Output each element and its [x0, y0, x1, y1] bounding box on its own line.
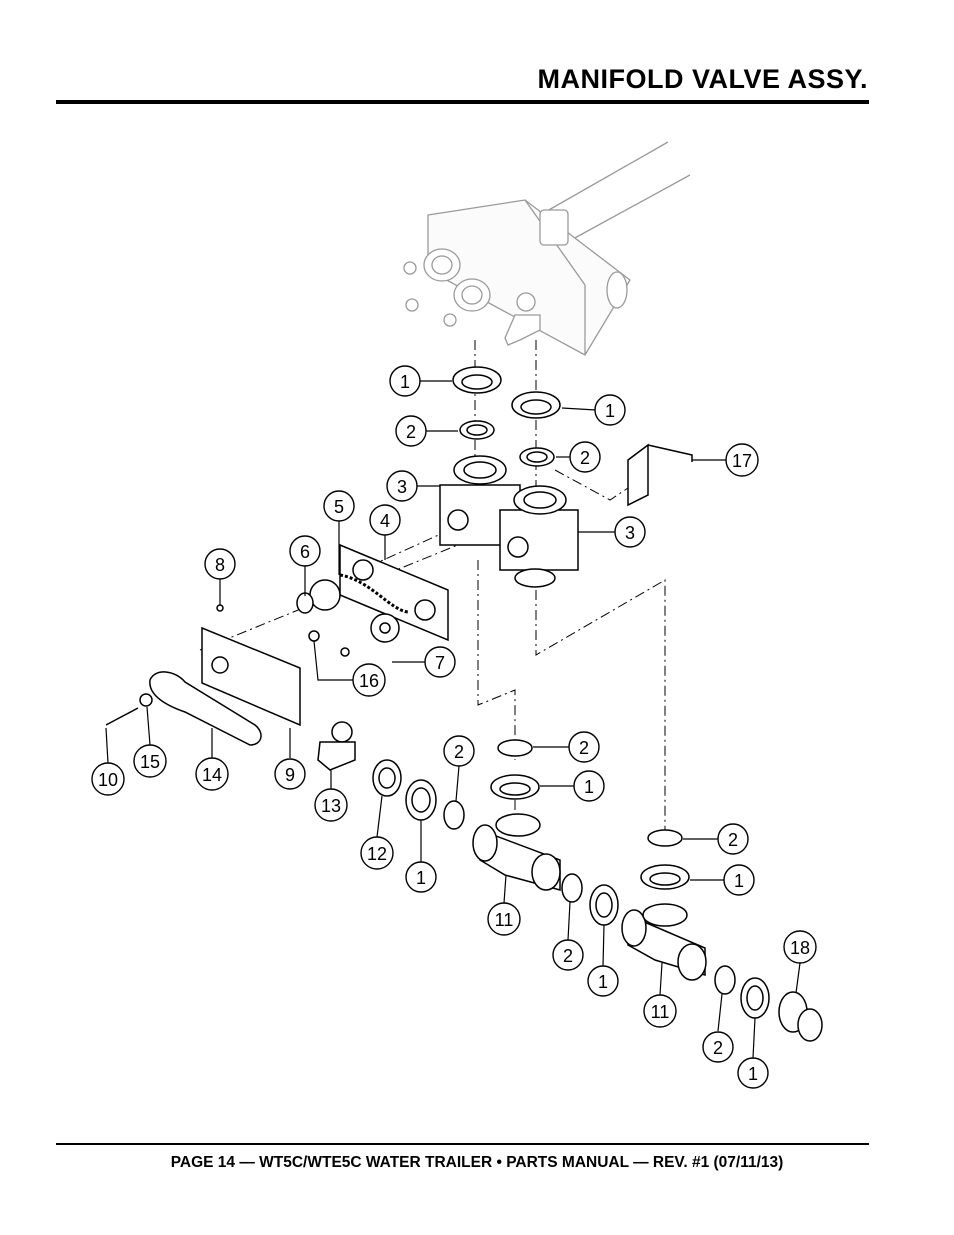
- svg-text:4: 4: [380, 511, 390, 531]
- callout-2: 2: [569, 441, 601, 473]
- callout-13: 13: [314, 788, 348, 822]
- svg-text:1: 1: [400, 372, 410, 392]
- callout-1: 1: [573, 770, 605, 802]
- svg-text:18: 18: [790, 938, 810, 958]
- callout-2: 2: [717, 823, 749, 855]
- callout-17: 17: [725, 443, 759, 477]
- svg-text:2: 2: [579, 738, 589, 758]
- callout-1: 1: [737, 1057, 769, 1089]
- callout-6: 6: [289, 535, 321, 567]
- callout-9: 9: [274, 758, 306, 790]
- svg-text:2: 2: [406, 422, 416, 442]
- svg-text:9: 9: [285, 765, 295, 785]
- svg-text:5: 5: [334, 497, 344, 517]
- svg-text:7: 7: [435, 653, 445, 673]
- callout-11: 11: [643, 994, 677, 1028]
- svg-text:1: 1: [605, 401, 615, 421]
- svg-text:14: 14: [202, 765, 222, 785]
- svg-text:2: 2: [713, 1038, 723, 1058]
- header-rule: [56, 100, 869, 104]
- svg-text:2: 2: [454, 742, 464, 762]
- callout-2: 2: [395, 415, 427, 447]
- callout-16: 16: [352, 663, 386, 697]
- callout-10: 10: [91, 762, 125, 796]
- callout-5: 5: [323, 490, 355, 522]
- svg-text:2: 2: [563, 946, 573, 966]
- svg-text:1: 1: [734, 871, 744, 891]
- callout-bubbles: 1 1 2 2 3 3 17 5 4 6 8 7 16 10 15 14 9 1…: [91, 365, 817, 1089]
- svg-text:3: 3: [397, 477, 407, 497]
- callout-2: 2: [552, 939, 584, 971]
- callout-1: 1: [587, 965, 619, 997]
- callout-14: 14: [195, 757, 229, 791]
- callout-1: 1: [389, 365, 421, 397]
- svg-text:15: 15: [140, 752, 160, 772]
- svg-text:1: 1: [598, 972, 608, 992]
- callout-3: 3: [614, 516, 646, 548]
- callout-3: 3: [386, 470, 418, 502]
- svg-text:11: 11: [495, 910, 514, 930]
- svg-text:8: 8: [215, 555, 225, 575]
- part-drawings: [105, 366, 823, 1042]
- svg-text:16: 16: [359, 671, 379, 691]
- svg-text:12: 12: [367, 844, 387, 864]
- svg-text:2: 2: [728, 830, 738, 850]
- svg-text:17: 17: [732, 451, 752, 471]
- svg-text:1: 1: [748, 1064, 758, 1084]
- trailer-manifold-ghost: [403, 141, 691, 356]
- footer-rule: [56, 1143, 869, 1145]
- page-footer: PAGE 14 — WT5C/WTE5C WATER TRAILER • PAR…: [170, 1154, 784, 1171]
- page-title: MANIFOLD VALVE ASSY.: [537, 64, 868, 94]
- svg-text:11: 11: [651, 1002, 670, 1022]
- callout-15: 15: [133, 744, 167, 778]
- svg-text:6: 6: [300, 542, 310, 562]
- callout-1: 1: [723, 864, 755, 896]
- callout-2: 2: [443, 735, 475, 767]
- callout-1: 1: [405, 861, 437, 893]
- svg-text:10: 10: [98, 770, 118, 790]
- callout-7: 7: [424, 646, 456, 678]
- callout-1: 1: [594, 394, 626, 426]
- svg-text:1: 1: [416, 868, 426, 888]
- callout-8: 8: [204, 548, 236, 580]
- callout-12: 12: [360, 836, 394, 870]
- svg-text:3: 3: [625, 523, 635, 543]
- callout-leader-lines: [105, 380, 801, 1059]
- svg-text:13: 13: [321, 796, 341, 816]
- svg-text:2: 2: [580, 448, 590, 468]
- callout-18: 18: [783, 930, 817, 964]
- callout-2: 2: [568, 731, 600, 763]
- callout-4: 4: [369, 504, 401, 536]
- callout-11: 11: [487, 902, 521, 936]
- callout-2: 2: [702, 1031, 734, 1063]
- svg-text:1: 1: [584, 777, 594, 797]
